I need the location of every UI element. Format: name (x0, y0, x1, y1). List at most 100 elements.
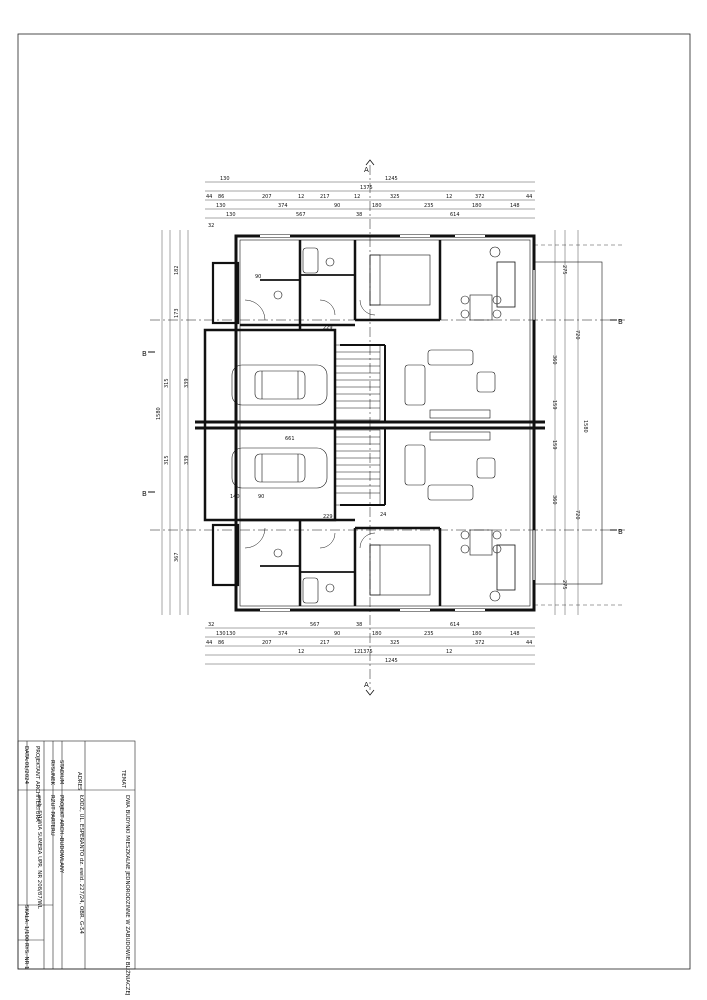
svg-text:12: 12 (298, 649, 304, 655)
sheet-border (17, 33, 691, 970)
tb-scale: SKALA: 1/100 (23, 905, 29, 942)
tb-date: DATA:01/2024 (23, 746, 29, 785)
tb-label-adres: ADRES (76, 772, 82, 791)
section-lines (150, 165, 625, 690)
tb-value-rysunek: RZUT PARTERU (49, 795, 55, 836)
svg-text:180: 180 (372, 631, 382, 637)
svg-text:148: 148 (510, 203, 520, 209)
svg-text:173: 173 (174, 308, 180, 318)
svg-text:130: 130 (216, 631, 226, 637)
svg-text:367: 367 (174, 552, 180, 562)
side-dimension-text: 1580 315 315 182 173 367 339 339 360 159… (156, 265, 588, 590)
svg-text:12: 12 (446, 649, 452, 655)
svg-text:180: 180 (472, 203, 482, 209)
svg-text:90: 90 (334, 631, 340, 637)
svg-text:44: 44 (526, 640, 532, 646)
svg-text:217: 217 (320, 640, 330, 646)
svg-text:325: 325 (390, 640, 400, 646)
floor-plan (150, 165, 625, 690)
svg-text:182: 182 (174, 265, 180, 275)
tb-label-projektant: PROJEKTANT ARCHITEKTURA (34, 746, 40, 822)
svg-text:1245: 1245 (385, 658, 398, 664)
tb-label-temat: TEMAT (120, 769, 126, 789)
svg-text:12: 12 (354, 194, 360, 200)
svg-text:90: 90 (258, 494, 264, 500)
svg-text:159: 159 (551, 400, 557, 410)
kitchen-counter (496, 544, 516, 591)
tb-value-adres: ŁÓDŹ, UL. ESPERANTO dz. ewid. 227/24, OB… (78, 794, 86, 935)
svg-text:44: 44 (206, 194, 212, 200)
svg-text:24: 24 (380, 512, 386, 518)
tb-value-projektant: arch. SYLWIA SUMERA UPR. NR 208/87/WL (36, 795, 42, 909)
svg-text:315: 315 (164, 455, 170, 465)
car-icon (231, 447, 328, 489)
section-markers: A A B B B B (142, 159, 623, 696)
svg-text:90: 90 (255, 274, 261, 280)
svg-text:614: 614 (450, 212, 460, 218)
svg-text:720: 720 (574, 330, 580, 340)
title-block-text: TEMAT DWA BUDYNKI MIESZKALNE JEDNORODZIN… (23, 746, 132, 996)
kitchen-counter (496, 261, 516, 308)
svg-text:130: 130 (226, 212, 236, 218)
svg-text:140: 140 (230, 494, 240, 500)
bed-icon (369, 544, 431, 596)
svg-text:B: B (142, 350, 147, 358)
svg-text:235: 235 (424, 631, 434, 637)
svg-text:180: 180 (472, 631, 482, 637)
svg-text:12: 12 (298, 194, 304, 200)
sofa-icon (404, 349, 496, 419)
svg-text:B: B (618, 318, 623, 326)
sofa-icon (404, 431, 496, 501)
stairs-lower (334, 429, 381, 506)
svg-text:86: 86 (218, 640, 224, 646)
svg-text:130: 130 (220, 176, 230, 182)
car-icon (231, 364, 328, 406)
dimension-lines (161, 181, 579, 665)
dining-table-icon (460, 294, 502, 321)
svg-text:217: 217 (320, 194, 330, 200)
bathtub-icon (302, 577, 319, 604)
garage-block (203, 328, 337, 522)
svg-text:A: A (364, 166, 369, 174)
svg-text:1580: 1580 (582, 420, 588, 433)
svg-text:661: 661 (285, 436, 295, 442)
svg-text:B: B (618, 528, 623, 536)
title-block (17, 740, 136, 970)
svg-text:148: 148 (510, 631, 520, 637)
svg-text:38: 38 (356, 622, 362, 628)
svg-text:1375: 1375 (360, 649, 373, 655)
svg-text:374: 374 (278, 203, 288, 209)
svg-text:339: 339 (184, 378, 190, 388)
bathtub-icon (302, 247, 319, 274)
svg-text:614: 614 (450, 622, 460, 628)
svg-text:1375: 1375 (360, 185, 373, 191)
dining-table-icon (460, 529, 502, 556)
svg-text:207: 207 (262, 194, 272, 200)
svg-text:A: A (364, 681, 369, 689)
tb-label-stadium: STADIUM (58, 760, 64, 785)
svg-text:32: 32 (208, 622, 214, 628)
svg-text:86: 86 (218, 194, 224, 200)
svg-text:180: 180 (372, 203, 382, 209)
svg-text:207: 207 (262, 640, 272, 646)
svg-text:12: 12 (446, 194, 452, 200)
svg-text:315: 315 (164, 378, 170, 388)
svg-text:90: 90 (334, 203, 340, 209)
svg-text:1245: 1245 (385, 176, 398, 182)
internal-dimensions: 90 229 661 140 90 229 24 (230, 274, 386, 520)
stairs-upper (334, 344, 381, 421)
svg-text:372: 372 (475, 640, 485, 646)
terrace (533, 261, 603, 585)
dimension-text-bottom: 32 130 567 38 614 130 374 90 180 235 180… (206, 622, 532, 664)
svg-text:720: 720 (574, 510, 580, 520)
svg-text:38: 38 (356, 212, 362, 218)
svg-text:159: 159 (551, 440, 557, 450)
svg-text:567: 567 (310, 622, 320, 628)
svg-text:130: 130 (216, 203, 226, 209)
svg-text:B: B (142, 490, 147, 498)
tb-value-temat: DWA BUDYNKI MIESZKALNE JEDNORODZINNE W Z… (124, 795, 132, 996)
svg-text:12: 12 (354, 649, 360, 655)
tb-label-rysunek: RYSUNEK (49, 760, 55, 785)
svg-text:360: 360 (551, 495, 557, 505)
